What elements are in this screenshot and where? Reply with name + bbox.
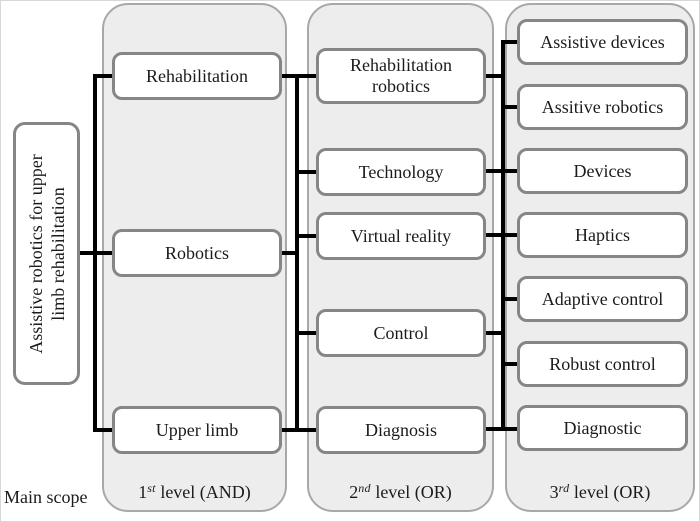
node-assistive-devices: Assistive devices — [517, 19, 688, 65]
node-diagnosis: Diagnosis — [316, 406, 486, 454]
caption-superscript: st — [147, 481, 156, 495]
connector-tick — [80, 251, 97, 255]
node-diagnostic: Diagnostic — [517, 405, 688, 451]
connector-tick — [282, 74, 318, 78]
caption-number: 1 — [138, 482, 148, 502]
connector-tick — [501, 40, 519, 44]
caption-number: 3 — [549, 482, 559, 502]
node-virtual-reality: Virtual reality — [316, 212, 486, 260]
caption-text: level (OR) — [569, 482, 651, 502]
connector-tick — [295, 331, 318, 335]
connector-tick — [93, 74, 114, 78]
connector-tick — [486, 331, 503, 335]
connector-tick — [93, 251, 114, 255]
connector-tick — [282, 428, 318, 432]
connector-tick — [486, 169, 519, 173]
connector-tick — [93, 428, 114, 432]
node-rehabilitation-robotics: Rehabilitation robotics — [316, 48, 486, 104]
caption-text: level (AND) — [155, 482, 251, 502]
caption-superscript: rd — [558, 481, 570, 495]
node-robust-control: Robust control — [517, 341, 688, 387]
main-scope-text-line1: Assistive robotics for upper — [25, 153, 45, 354]
level-3-caption: 3rd level (OR) — [507, 481, 693, 503]
node-control: Control — [316, 309, 486, 357]
connector-tick — [486, 74, 503, 78]
caption-number: 2 — [349, 482, 359, 502]
main-scope-text: Assistive robotics for upper limb rehabi… — [22, 122, 72, 385]
node-upper-limb: Upper limb — [112, 406, 282, 454]
caption-text: level (OR) — [370, 482, 452, 502]
node-technology: Technology — [316, 148, 486, 196]
level-1-caption: 1st level (AND) — [104, 481, 285, 503]
connector-tick — [501, 362, 519, 366]
connector-tick — [295, 170, 318, 174]
connector-tick — [295, 234, 318, 238]
node-haptics: Haptics — [517, 212, 688, 258]
node-devices: Devices — [517, 148, 688, 194]
connector-tick — [282, 251, 299, 255]
main-scope-text-line2: limb rehabilitation — [47, 186, 68, 321]
connector-tick — [486, 427, 519, 431]
connector-tick — [501, 297, 519, 301]
node-rehabilitation: Rehabilitation — [112, 52, 282, 100]
node-adaptive-control: Adaptive control — [517, 276, 688, 322]
main-scope-box: Assistive robotics for upper limb rehabi… — [13, 122, 80, 385]
main-scope-caption: Main scope — [4, 487, 88, 507]
connector-tick — [486, 233, 519, 237]
node-robotics: Robotics — [112, 229, 282, 277]
node-assitive-robotics: Assitive robotics — [517, 84, 688, 130]
level-2-caption: 2nd level (OR) — [309, 481, 492, 503]
caption-superscript: nd — [358, 481, 371, 495]
connector-tick — [501, 105, 519, 109]
